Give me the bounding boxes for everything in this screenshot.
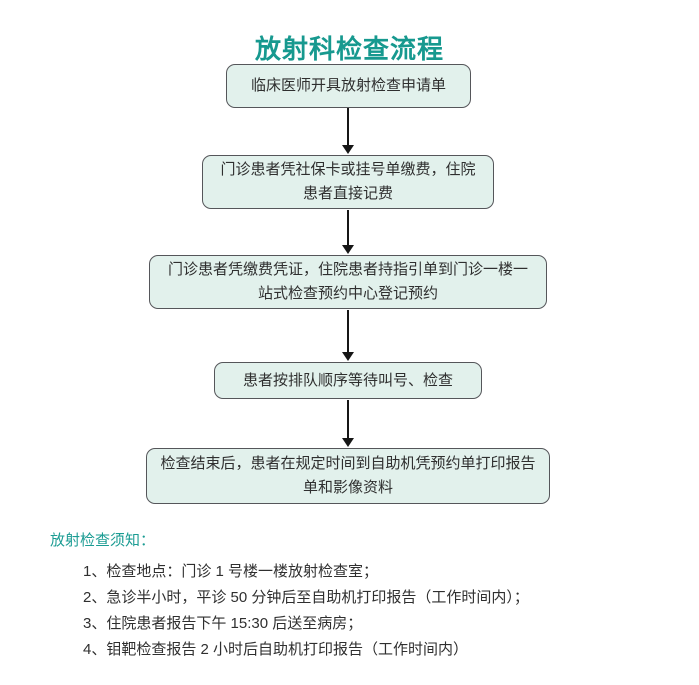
- flow-step-label: 患者按排队顺序等待叫号、检查: [242, 371, 453, 389]
- flow-step-box-5: 检查结束后，患者在规定时间到自助机凭预约单打印报告单和影像资料: [146, 448, 550, 504]
- flow-step-label: 临床医师开具放射检查申请单: [250, 77, 446, 94]
- flow-step-box-4: 患者按排队顺序等待叫号、检查: [214, 362, 482, 399]
- arrow-head: [342, 352, 354, 361]
- flow-step-box-1: 临床医师开具放射检查申请单: [226, 64, 471, 108]
- flow-step-box-2: 门诊患者凭社保卡或挂号单缴费，住院患者直接记费: [202, 155, 494, 209]
- page-title: 放射科检查流程: [254, 34, 444, 64]
- note-item: 1、检查地点：门诊 1 号楼一楼放射检查室；: [83, 563, 379, 580]
- notes-heading: 放射检查须知：: [50, 532, 156, 549]
- arrow-shaft: [347, 108, 349, 145]
- note-item: 3、住院患者报告下午 15:30 后送至病房；: [83, 615, 363, 632]
- arrow-down-icon: [341, 310, 355, 361]
- arrow-shaft: [347, 310, 349, 352]
- note-item: 2、急诊半小时，平诊 50 分钟后至自助机打印报告（工作时间内）；: [83, 589, 529, 606]
- arrow-down-icon: [341, 400, 355, 447]
- flow-step-label: 检查结束后，患者在规定时间到自助机凭预约单打印报告单和影像资料: [160, 455, 536, 496]
- note-item: 4、钼靶检查报告 2 小时后自助机打印报告（工作时间内）: [83, 641, 469, 658]
- flow-step-label: 门诊患者凭缴费凭证，住院患者持指引单到门诊一楼一站式检查预约中心登记预约: [167, 261, 528, 302]
- arrow-head: [342, 145, 354, 154]
- arrow-head: [342, 438, 354, 447]
- notes-section: 放射检查须知： 1、检查地点：门诊 1 号楼一楼放射检查室； 2、急诊半小时，平…: [50, 529, 660, 663]
- arrow-down-icon: [341, 210, 355, 254]
- flow-step-box-3: 门诊患者凭缴费凭证，住院患者持指引单到门诊一楼一站式检查预约中心登记预约: [149, 255, 547, 309]
- arrow-head: [342, 245, 354, 254]
- arrow-shaft: [347, 210, 349, 245]
- arrow-shaft: [347, 400, 349, 438]
- flow-step-label: 门诊患者凭社保卡或挂号单缴费，住院患者直接记费: [220, 161, 476, 202]
- arrow-down-icon: [341, 108, 355, 154]
